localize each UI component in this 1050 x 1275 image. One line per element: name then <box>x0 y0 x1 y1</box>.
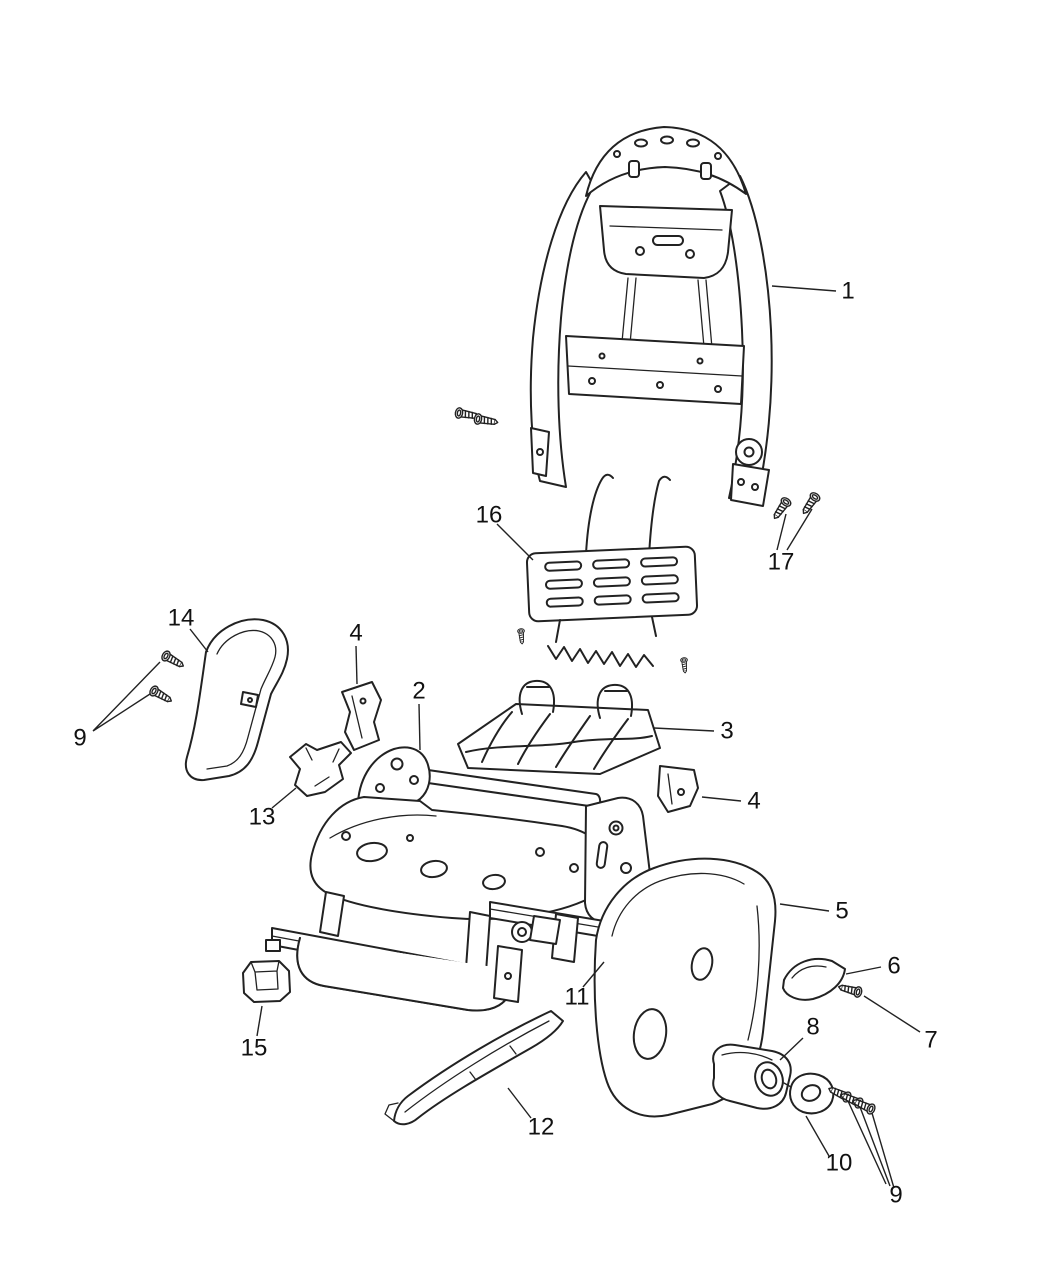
callout-12: 12 <box>528 1114 555 1141</box>
part-trim-wedge <box>782 957 846 1001</box>
part-shield-screws-left <box>147 648 187 707</box>
callout-5: 5 <box>835 898 848 925</box>
callout-4-lower: 4 <box>747 788 760 815</box>
callout-9-left: 9 <box>73 725 86 752</box>
part-seat-adjuster-frame <box>265 746 653 1012</box>
part-trim-screw <box>836 981 864 999</box>
callout-8: 8 <box>806 1014 819 1041</box>
callout-15: 15 <box>241 1035 268 1062</box>
callout-3: 3 <box>720 718 733 745</box>
part-bracket-bent <box>289 741 352 797</box>
callout-6: 6 <box>887 953 900 980</box>
part-seat-back-screws <box>769 490 823 523</box>
callout-11: 11 <box>565 984 590 1011</box>
callout-9-right: 9 <box>889 1182 902 1209</box>
callout-10: 10 <box>826 1150 853 1177</box>
callout-labels: 1 16 17 14 4 2 3 9 13 4 5 6 7 8 11 15 12… <box>73 278 937 1209</box>
callout-2: 2 <box>412 678 425 705</box>
callout-13: 13 <box>249 804 276 831</box>
callout-7: 7 <box>924 1027 937 1054</box>
part-seat-back-frame <box>453 126 773 507</box>
callout-14: 14 <box>168 605 195 632</box>
leader-lines <box>92 285 921 1189</box>
part-bracket-upper <box>341 681 382 751</box>
callout-1: 1 <box>841 278 854 305</box>
part-recliner-handle <box>712 1043 792 1110</box>
callout-16: 16 <box>476 502 503 529</box>
callout-17: 17 <box>768 549 795 576</box>
part-bracket-lower <box>657 765 699 813</box>
part-shield-inner <box>185 618 289 782</box>
part-lumbar-support-panel <box>516 473 699 674</box>
part-handle-screws-right <box>825 1083 878 1116</box>
part-cushion-spring-mat <box>457 679 661 775</box>
part-handle-cap <box>783 1072 835 1115</box>
part-trim-strip <box>384 1010 564 1126</box>
callout-4-upper: 4 <box>349 620 362 647</box>
part-end-cap <box>242 960 291 1003</box>
